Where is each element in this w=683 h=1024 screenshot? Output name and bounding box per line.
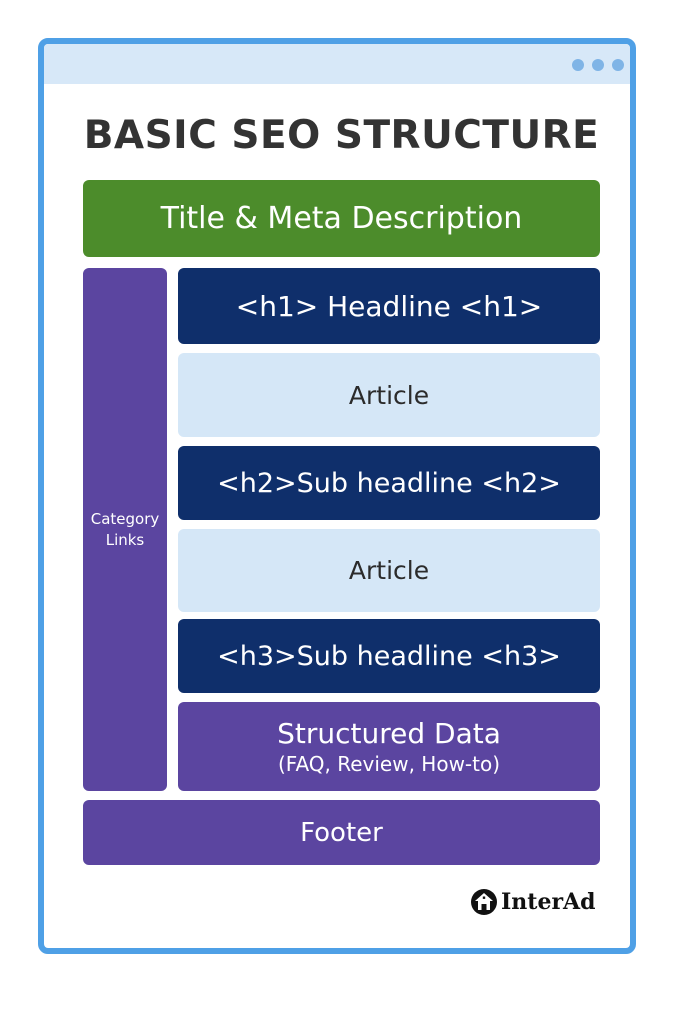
- title-meta-label: Title & Meta Description: [160, 201, 523, 236]
- h1-headline-block: <h1> Headline <h1>: [178, 268, 600, 344]
- h1-headline-label: <h1> Headline <h1>: [235, 289, 543, 323]
- h3-subheadline-label: <h3>Sub headline <h3>: [217, 640, 561, 672]
- window-dot-icon: [592, 59, 604, 71]
- interad-logo: InterAd: [470, 886, 596, 918]
- page-title: BASIC SEO STRUCTURE: [83, 113, 600, 158]
- h3-subheadline-block: <h3>Sub headline <h3>: [178, 619, 600, 693]
- category-links-block: Category Links: [83, 268, 167, 791]
- structured-data-block: Structured Data (FAQ, Review, How-to): [178, 702, 600, 791]
- footer-label: Footer: [300, 817, 383, 848]
- structured-data-label: Structured Data: [277, 716, 501, 750]
- window-dot-icon: [612, 59, 624, 71]
- logo-text: InterAd: [501, 889, 596, 915]
- house-circle-icon: [471, 889, 497, 915]
- category-links-label: Category Links: [90, 509, 160, 549]
- article-block: Article: [178, 529, 600, 612]
- title-meta-block: Title & Meta Description: [83, 180, 600, 257]
- h2-subheadline-label: <h2>Sub headline <h2>: [217, 467, 561, 499]
- structured-data-examples: (FAQ, Review, How-to): [277, 751, 501, 776]
- footer-block: Footer: [83, 800, 600, 865]
- window-titlebar: [44, 44, 630, 84]
- article-label: Article: [348, 556, 430, 585]
- h2-subheadline-block: <h2>Sub headline <h2>: [178, 446, 600, 520]
- article-label: Article: [348, 380, 430, 410]
- article-block: Article: [178, 353, 600, 437]
- window-dot-icon: [572, 59, 584, 71]
